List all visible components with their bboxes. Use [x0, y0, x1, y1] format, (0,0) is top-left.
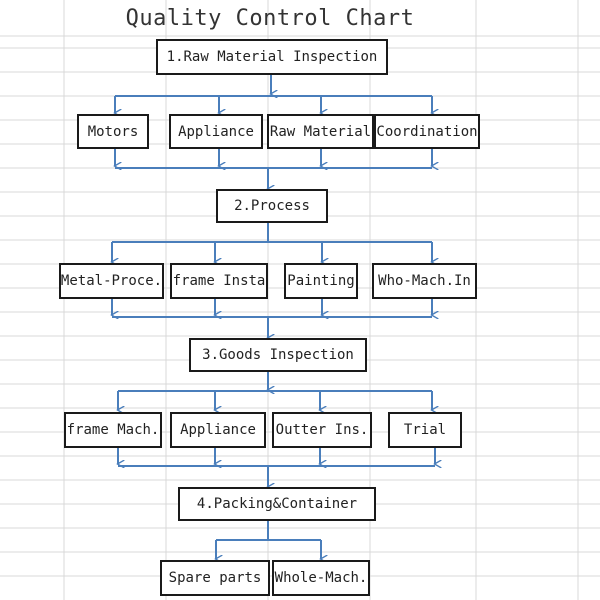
stage-4-packing-container: 4.Packing&Container [178, 487, 376, 521]
stage-2-process: 2.Process [216, 189, 328, 223]
item-painting: Painting [284, 263, 358, 299]
stage-1-raw-material-inspection: 1.Raw Material Inspection [156, 39, 388, 75]
item-trial: Trial [388, 412, 462, 448]
item-motors: Motors [77, 114, 149, 149]
item-coordination: Coordination [374, 114, 480, 149]
item-spare-parts: Spare parts [160, 560, 270, 596]
item-metal-proce: Metal-Proce. [59, 263, 164, 299]
item-appliance: Appliance [169, 114, 263, 149]
item-outter-ins: Outter Ins. [272, 412, 372, 448]
item-who-mach-in: Who-Mach.In [372, 263, 477, 299]
item-whole-mach: Whole-Mach. [272, 560, 370, 596]
item-raw-material: Raw Material [267, 114, 374, 149]
item-frame-insta: frame Insta [170, 263, 268, 299]
stage-3-goods-inspection: 3.Goods Inspection [189, 338, 367, 372]
item-appliance-2: Appliance [170, 412, 266, 448]
item-frame-mach: frame Mach. [64, 412, 162, 448]
chart-title: Quality Control Chart [125, 6, 415, 31]
